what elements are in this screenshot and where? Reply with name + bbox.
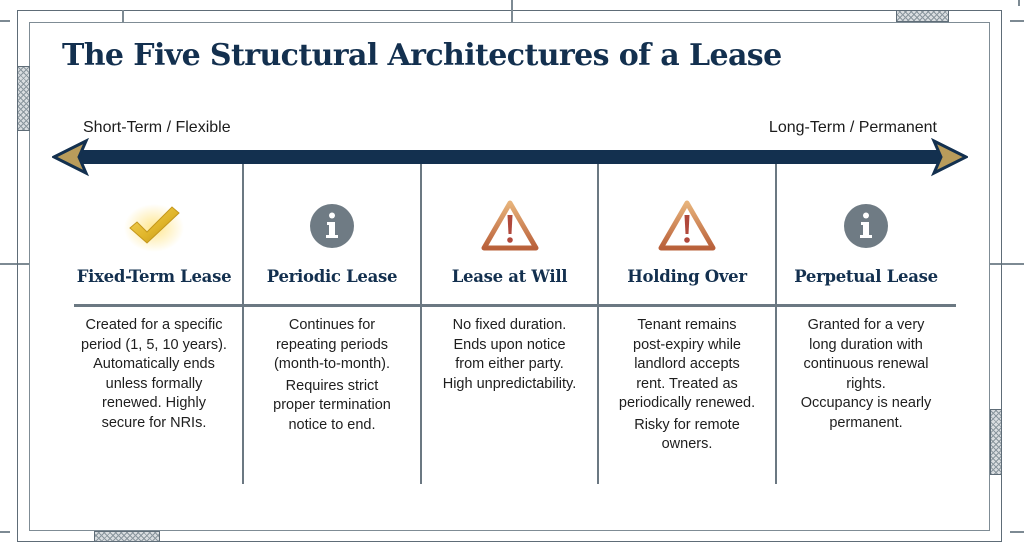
column-divider bbox=[775, 164, 777, 484]
edge-tick-top-right bbox=[1018, 0, 1020, 6]
info-icon bbox=[844, 204, 888, 248]
arrowhead-right-icon bbox=[930, 138, 968, 177]
column-divider bbox=[242, 164, 244, 484]
hatch-patch-right bbox=[990, 409, 1002, 475]
page-title: The Five Structural Architectures of a L… bbox=[62, 38, 782, 73]
column-title: Periodic Lease bbox=[266, 267, 398, 286]
header-rule bbox=[74, 304, 956, 307]
edge-tick-right-top bbox=[1010, 20, 1024, 22]
column-holding-over: Holding Over Tenant remains post-expiry … bbox=[599, 164, 775, 486]
arrowhead-left-icon bbox=[52, 138, 90, 177]
info-icon bbox=[310, 204, 354, 248]
frame-connector-top bbox=[122, 10, 124, 22]
hatch-patch-bottom bbox=[94, 531, 160, 542]
column-perpetual-lease: Perpetual Lease Granted for a very long … bbox=[777, 164, 955, 486]
column-title: Lease at Will bbox=[451, 267, 568, 286]
edge-tick-right-bottom bbox=[1010, 531, 1024, 533]
warning-icon bbox=[481, 200, 538, 251]
column-description: Granted for a very long duration with co… bbox=[800, 317, 932, 431]
spectrum-label-long-term: Long-Term / Permanent bbox=[768, 119, 937, 136]
column-description: Continues for repeating periods (month-t… bbox=[273, 317, 391, 433]
column-title: Perpetual Lease bbox=[794, 267, 938, 286]
column-description: No fixed duration. Ends upon notice from… bbox=[442, 317, 577, 392]
inner-frame bbox=[29, 22, 990, 531]
gold-checkmark-icon bbox=[124, 204, 184, 252]
hatch-patch-top-right bbox=[896, 10, 949, 22]
frame-connector-top-mid bbox=[511, 10, 513, 22]
edge-tick-left-top bbox=[0, 20, 10, 22]
edge-tick-top bbox=[511, 0, 513, 10]
edge-tick-right-mid bbox=[990, 263, 1024, 265]
column-periodic-lease: Periodic Lease Continues for repeating p… bbox=[244, 164, 420, 486]
column-title: Holding Over bbox=[627, 267, 747, 286]
column-description: Tenant remains post-expiry while landlor… bbox=[618, 317, 756, 452]
edge-tick-left-mid bbox=[0, 263, 29, 265]
hatch-patch-left bbox=[17, 66, 30, 131]
lease-types-table: Fixed-Term Lease Created for a specific … bbox=[66, 164, 956, 486]
outer-frame bbox=[17, 10, 1002, 542]
column-divider bbox=[420, 164, 422, 484]
edge-tick-left-bottom bbox=[0, 531, 10, 533]
column-divider bbox=[597, 164, 599, 484]
warning-icon bbox=[658, 200, 716, 251]
spectrum-double-arrow bbox=[52, 138, 968, 177]
spectrum-label-short-term: Short-Term / Flexible bbox=[83, 119, 231, 136]
column-lease-at-will: Lease at Will No fixed duration. Ends up… bbox=[422, 164, 597, 486]
column-fixed-term-lease: Fixed-Term Lease Created for a specific … bbox=[66, 164, 242, 486]
column-description: Created for a specific period (1, 5, 10 … bbox=[81, 317, 227, 431]
column-title: Fixed-Term Lease bbox=[76, 267, 232, 286]
